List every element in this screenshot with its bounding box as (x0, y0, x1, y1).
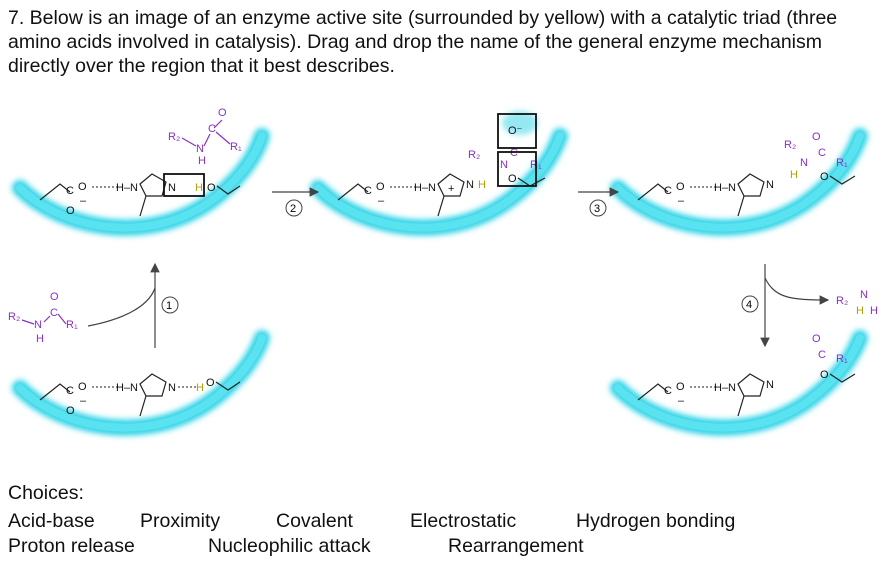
panel-2-molecules: C O – H–N + N H R₂ N C R₁ O⁻ O (337, 113, 546, 217)
panel-1-molecules: C O – O H–N N H O R₂ N H C O R₁ (39, 107, 242, 217)
step-label-2: 2 (290, 203, 296, 215)
step-label-3: 3 (594, 203, 600, 215)
choice-proximity[interactable]: Proximity (140, 510, 221, 532)
step-3-arrow: 3 (578, 187, 620, 217)
histidine-hn: H–N (116, 382, 138, 394)
histidine-hn: H–N (714, 382, 736, 394)
amine-n: N (860, 289, 868, 301)
substrate-n: N (800, 157, 808, 169)
substrate-r2: R₂ (784, 139, 796, 151)
histidine-n: N (766, 179, 774, 191)
plus-sign: + (448, 183, 454, 195)
enzyme-pocket-5 (610, 330, 868, 436)
panel-3-molecules: C O – H–N N H R₂ N O C R₁ O (637, 131, 856, 217)
enzyme-pocket-3 (610, 128, 868, 236)
histidine-hn: H–N (116, 182, 138, 194)
enzyme-pocket-1 (12, 128, 270, 236)
serine-o: O (508, 173, 517, 185)
panel-free-enzyme-left: C O – O H–N N H O (39, 373, 241, 417)
choices-heading: Choices: (8, 482, 84, 504)
substrate-c: C (818, 147, 826, 159)
choice-covalent[interactable]: Covalent (276, 510, 353, 532)
choice-acid-base[interactable]: Acid-base (8, 510, 95, 532)
substrate-c: C (510, 147, 518, 159)
carboxylate-o2: O (66, 205, 75, 217)
serine-h: H (196, 382, 204, 394)
amine-h-yellow: H (856, 305, 864, 317)
step-2-arrow: 2 (272, 187, 320, 217)
histidine-n: N (766, 379, 774, 391)
minus-sign: – (678, 195, 685, 207)
substrate-h: H (198, 155, 206, 167)
step-label-4: 4 (746, 299, 752, 311)
released-amine: R₂ N H H (836, 289, 878, 317)
carboxylate-o: O (78, 181, 87, 193)
carboxylate-o2: O (66, 405, 75, 417)
substrate-c: C (50, 307, 58, 319)
carboxylate-c: C (364, 185, 372, 197)
serine-o: O (820, 369, 829, 381)
histidine-n: N (168, 382, 176, 394)
carboxylate-c: C (66, 385, 74, 397)
highlight-box-1 (163, 173, 205, 197)
step-label-1: 1 (166, 300, 172, 312)
substrate-r2: R₂ (8, 311, 20, 323)
minus-sign: – (678, 395, 685, 407)
choice-hydrogen-bonding[interactable]: Hydrogen bonding (576, 510, 736, 532)
oxyanion: O⁻ (508, 125, 523, 137)
substrate-h: H (36, 333, 44, 345)
acyl-c: C (818, 349, 826, 361)
proton-h: H (478, 179, 486, 191)
proton-h: H (790, 169, 798, 181)
amine-r2: R₂ (836, 295, 848, 307)
carboxylate-c: C (664, 185, 672, 197)
free-substrate: R₂ N H C O R₁ (8, 291, 78, 345)
serine-o: O (820, 171, 829, 183)
highlight-box-3 (497, 151, 537, 187)
carboxylate-c: C (664, 385, 672, 397)
substrate-n: N (500, 159, 508, 171)
substrate-o: O (50, 291, 59, 303)
serine-o: O (207, 182, 216, 194)
highlight-box-2 (497, 113, 537, 149)
panel-acyl-enzyme: C O – H–N N O C R₁ O (637, 333, 856, 417)
minus-sign: – (378, 195, 385, 207)
carboxylate-o: O (676, 381, 685, 393)
enzyme-mechanism-diagram: C O – O H–N N H O R₂ N H C O R₁ 2 C O – (8, 107, 878, 436)
choice-proton-release[interactable]: Proton release (8, 535, 135, 557)
acyl-r1: R₁ (836, 353, 848, 365)
substrate-r1: R₁ (230, 141, 242, 153)
serine-o: O (206, 377, 215, 389)
carboxylate-o: O (676, 181, 685, 193)
serine-h: H (195, 182, 203, 194)
choice-rearrangement[interactable]: Rearrangement (448, 535, 584, 557)
amine-h: H (870, 305, 878, 317)
substrate-n: N (34, 319, 42, 331)
substrate-n: N (196, 143, 204, 155)
histidine-hn: H–N (414, 182, 436, 194)
minus-sign: – (80, 395, 87, 407)
choice-electrostatic[interactable]: Electrostatic (410, 510, 517, 532)
choice-nucleophilic-attack[interactable]: Nucleophilic attack (208, 535, 371, 557)
substrate-o: O (812, 131, 821, 143)
histidine-n: N (168, 182, 176, 194)
question-text: 7. Below is an image of an enzyme active… (8, 7, 838, 77)
carboxylate-o: O (376, 181, 385, 193)
substrate-r1: R₁ (66, 319, 78, 331)
histidine-hn: H–N (714, 182, 736, 194)
carboxylate-c: C (66, 185, 74, 197)
histidine-n: N (466, 179, 474, 191)
step-1-arrow: 1 (87, 262, 179, 348)
substrate-o: O (218, 107, 227, 119)
step-4-arrow: 4 (741, 264, 830, 348)
substrate-c: C (208, 123, 216, 135)
substrate-r1: R₁ (836, 157, 848, 169)
substrate-r2: R₂ (168, 131, 180, 143)
enzyme-pocket-4 (12, 330, 270, 436)
acyl-o: O (812, 333, 821, 345)
enzyme-pocket-2 (310, 111, 568, 236)
minus-sign: – (80, 195, 87, 207)
carboxylate-o: O (78, 381, 87, 393)
substrate-r2: R₂ (468, 149, 480, 161)
